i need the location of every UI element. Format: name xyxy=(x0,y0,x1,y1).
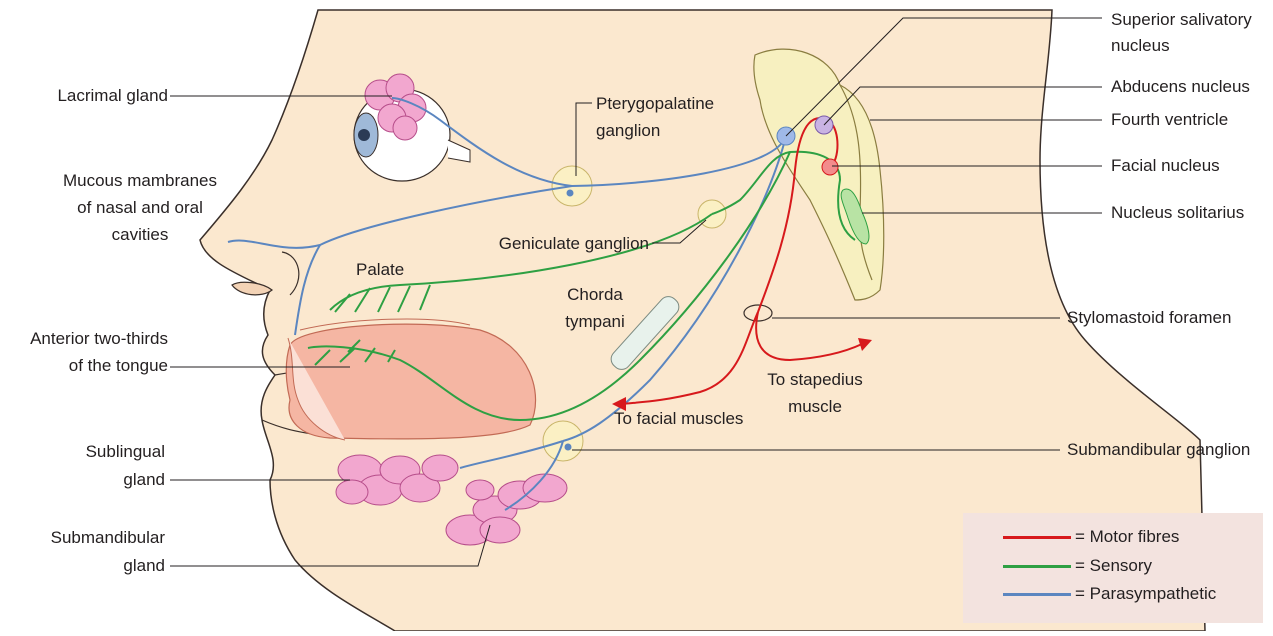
label-chorda-line1: Chorda xyxy=(567,285,623,304)
label-stylomastoid: Stylomastoid foramen xyxy=(1067,308,1232,327)
fourth-ventricle-shape xyxy=(839,84,873,281)
palate-shape xyxy=(299,318,471,331)
nucleus-solitarius-shape xyxy=(840,188,870,245)
label-sublingual-line2: gland xyxy=(123,470,165,489)
label-mucous-line3: cavities xyxy=(111,225,169,244)
label-abducens: Abducens nucleus xyxy=(1111,77,1250,96)
legend-swatch-sensory xyxy=(1003,565,1071,568)
pterygopalatine-marker xyxy=(566,189,574,197)
label-nucleus-solitarius: Nucleus solitarius xyxy=(1111,203,1245,222)
label-sublingual-line1: Sublingual xyxy=(85,442,165,461)
nostril xyxy=(231,281,273,296)
stylomastoid-foramen-shape xyxy=(743,304,773,322)
label-tongue-line2: of the tongue xyxy=(68,356,168,375)
lip-inner xyxy=(287,337,346,441)
submandibular-gland-shape xyxy=(445,473,568,546)
legend-label-parasympathetic: = Parasympathetic xyxy=(1075,584,1217,603)
chorda-tympani-tube xyxy=(610,296,680,370)
label-superior-line1: Superior salivatory xyxy=(1111,10,1252,29)
nose-wing xyxy=(281,251,300,296)
facial-nucleus-shape xyxy=(821,158,839,176)
sensory-fibres xyxy=(307,150,856,422)
motor-fibres xyxy=(621,117,863,405)
label-fourth-ventricle: Fourth ventricle xyxy=(1111,110,1229,129)
label-to-facial-muscles: To facial muscles xyxy=(614,409,744,428)
label-mucous-line2: of nasal and oral xyxy=(77,198,203,217)
parasympathetic-fibres xyxy=(227,97,787,511)
label-stapedius-line2: muscle xyxy=(788,397,842,416)
label-superior-line2: nucleus xyxy=(1111,36,1170,55)
label-pterygopalatine-line2: ganglion xyxy=(596,121,661,140)
label-submandibular-line1: Submandibular xyxy=(50,528,165,547)
submandibular-marker xyxy=(564,443,572,451)
legend-swatch-parasympathetic xyxy=(1003,593,1071,596)
legend-label-motor: = Motor fibres xyxy=(1075,527,1180,546)
label-pterygopalatine-line1: Pterygopalatine xyxy=(596,94,715,113)
label-geniculate: Geniculate ganglion xyxy=(498,234,649,253)
lacrimal-gland-shape xyxy=(364,73,427,141)
facial-muscles-arrowhead xyxy=(612,397,626,411)
leader-lines xyxy=(170,17,1102,567)
label-submandibular-ganglion: Submandibular ganglion xyxy=(1067,440,1251,459)
label-stapedius-line1: To stapedius xyxy=(767,370,863,389)
label-chorda-line2: tympani xyxy=(565,312,625,331)
label-submandibular-line2: gland xyxy=(123,556,165,575)
label-palate: Palate xyxy=(356,260,405,279)
label-tongue-line1: Anterior two-thirds xyxy=(30,329,168,348)
label-mucous-line1: Mucous mambranes xyxy=(62,171,217,190)
label-lacrimal-gland: Lacrimal gland xyxy=(57,86,168,105)
stapedius-arrowhead xyxy=(858,338,872,351)
legend: = Motor fibres = Sensory = Parasympathet… xyxy=(963,513,1263,623)
legend-swatch-motor xyxy=(1003,536,1071,539)
legend-label-sensory: = Sensory xyxy=(1075,556,1153,575)
label-facial-nucleus: Facial nucleus xyxy=(1111,156,1220,175)
sublingual-gland-shape xyxy=(335,454,459,506)
